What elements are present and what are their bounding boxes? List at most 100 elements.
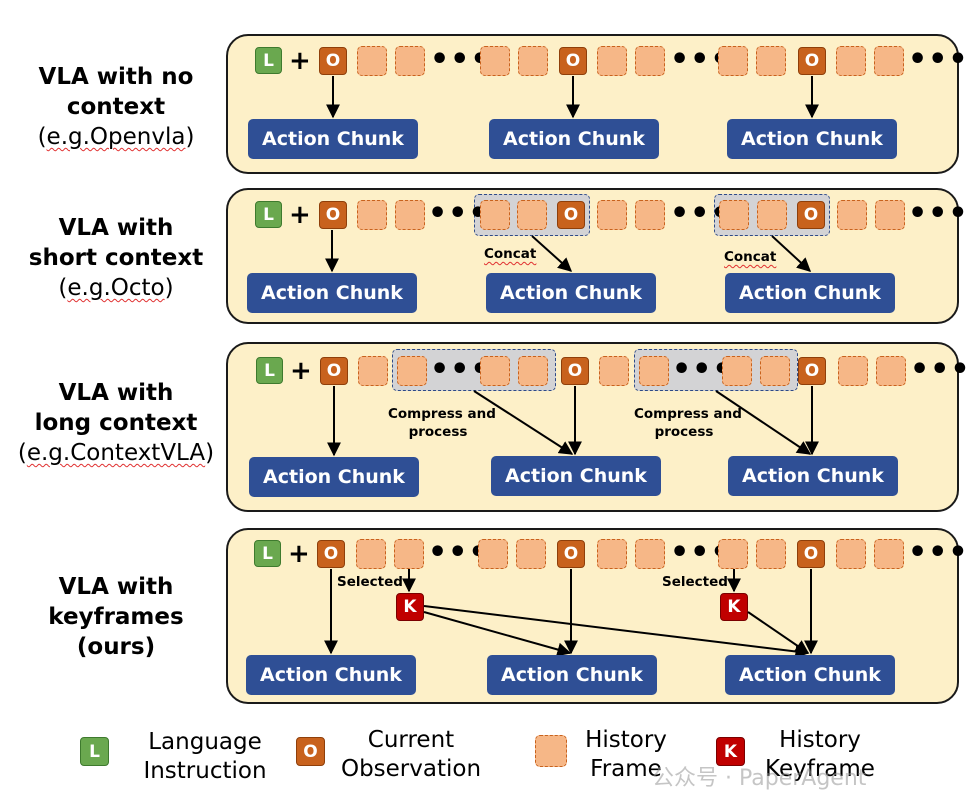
compress-note-line2: process [654, 424, 714, 440]
row3-example: (e.g.ContextVLA) [17, 440, 215, 466]
history-frame [635, 46, 665, 76]
action-chunk: Action Chunk [248, 119, 418, 159]
language-instruction-box: L [255, 47, 282, 74]
ellipsis-dots: ••• [908, 42, 969, 77]
history-frame [760, 356, 790, 386]
row1-label: VLA with no context (e.g.Openvla) [0, 62, 232, 152]
history-frame [357, 46, 387, 76]
history-frame [395, 200, 425, 230]
row4-example: (ours) [76, 634, 156, 660]
history-frame [837, 200, 867, 230]
history-frame [718, 46, 748, 76]
history-frame [597, 46, 627, 76]
action-chunk: Action Chunk [247, 273, 417, 313]
row1-label-line1: VLA with no [38, 64, 194, 90]
plus-sign: + [289, 46, 311, 76]
current-observation-box: O [561, 357, 589, 385]
current-observation-box: O [798, 47, 826, 75]
row3-label: VLA with long context (e.g.ContextVLA) [0, 378, 232, 468]
history-frame [876, 356, 906, 386]
keyframe-box: K [396, 593, 424, 621]
row4-label-line2: keyframes [48, 604, 184, 630]
history-frame [397, 356, 427, 386]
action-chunk: Action Chunk [725, 655, 895, 695]
selected-note: Selected [337, 574, 403, 590]
action-chunk: Action Chunk [486, 273, 656, 313]
history-frame [635, 539, 665, 569]
history-frame [756, 46, 786, 76]
current-observation-box: O [317, 540, 345, 568]
history-frame [757, 200, 787, 230]
compress-note: Compress and process [634, 405, 742, 441]
history-frame [517, 200, 547, 230]
ellipsis-dots: ••• [910, 352, 971, 387]
legend-keyframe-icon: K [716, 737, 745, 766]
legend-history-frame-icon [535, 735, 567, 767]
history-frame [597, 200, 627, 230]
language-instruction-box: L [256, 357, 283, 384]
compress-note: Compress and process [388, 405, 496, 441]
history-frame [597, 539, 627, 569]
current-observation-box: O [559, 47, 587, 75]
row2-label-line2: short context [28, 245, 204, 271]
row2-label-line1: VLA with [58, 215, 174, 241]
arrow [747, 611, 810, 654]
history-frame [838, 356, 868, 386]
history-frame [874, 46, 904, 76]
action-chunk: Action Chunk [249, 457, 419, 497]
ellipsis-dots: ••• [672, 352, 733, 387]
history-frame [480, 46, 510, 76]
history-frame [395, 46, 425, 76]
row4-label: VLA with keyframes (ours) [0, 572, 232, 662]
row1-label-line2: context [66, 94, 166, 120]
action-chunk: Action Chunk [246, 655, 416, 695]
current-observation-box: O [319, 47, 347, 75]
history-frame [756, 539, 786, 569]
history-frame [358, 356, 388, 386]
history-frame [722, 356, 752, 386]
plus-sign: + [290, 356, 312, 386]
history-frame [357, 200, 387, 230]
row3-label-line2: long context [34, 410, 198, 436]
language-instruction-box: L [254, 540, 281, 567]
history-frame [874, 539, 904, 569]
current-observation-box: O [797, 540, 825, 568]
row3-label-line1: VLA with [58, 380, 174, 406]
language-instruction-box: L [255, 201, 282, 228]
history-frame [635, 200, 665, 230]
ellipsis-dots: ••• [430, 42, 491, 77]
row2-label: VLA with short context (e.g.Octo) [0, 213, 232, 303]
current-observation-box: O [557, 201, 585, 229]
arrow [771, 235, 812, 272]
current-observation-box: O [320, 357, 348, 385]
history-frame [480, 356, 510, 386]
arrow [423, 605, 810, 659]
history-frame [480, 200, 510, 230]
action-chunk: Action Chunk [727, 119, 897, 159]
watermark: 公众号 · PaperAgent [652, 766, 867, 791]
history-frame [639, 356, 669, 386]
concat-note: Concat [484, 246, 537, 262]
compress-note-line1: Compress and [388, 406, 496, 422]
action-chunk: Action Chunk [489, 119, 659, 159]
action-chunk: Action Chunk [487, 655, 657, 695]
arrow [423, 611, 572, 657]
history-frame [719, 200, 749, 230]
ellipsis-dots: ••• [908, 535, 969, 570]
history-frame [516, 539, 546, 569]
ellipsis-dots: ••• [428, 535, 489, 570]
history-frame [718, 539, 748, 569]
concat-note: Concat [724, 249, 777, 265]
legend-language-icon: L [80, 737, 109, 766]
history-frame [836, 46, 866, 76]
action-chunk: Action Chunk [725, 273, 895, 313]
selected-note: Selected [662, 574, 728, 590]
history-frame [518, 356, 548, 386]
row2-example: (e.g.Octo) [58, 275, 174, 301]
current-observation-box: O [557, 540, 585, 568]
history-frame [478, 539, 508, 569]
